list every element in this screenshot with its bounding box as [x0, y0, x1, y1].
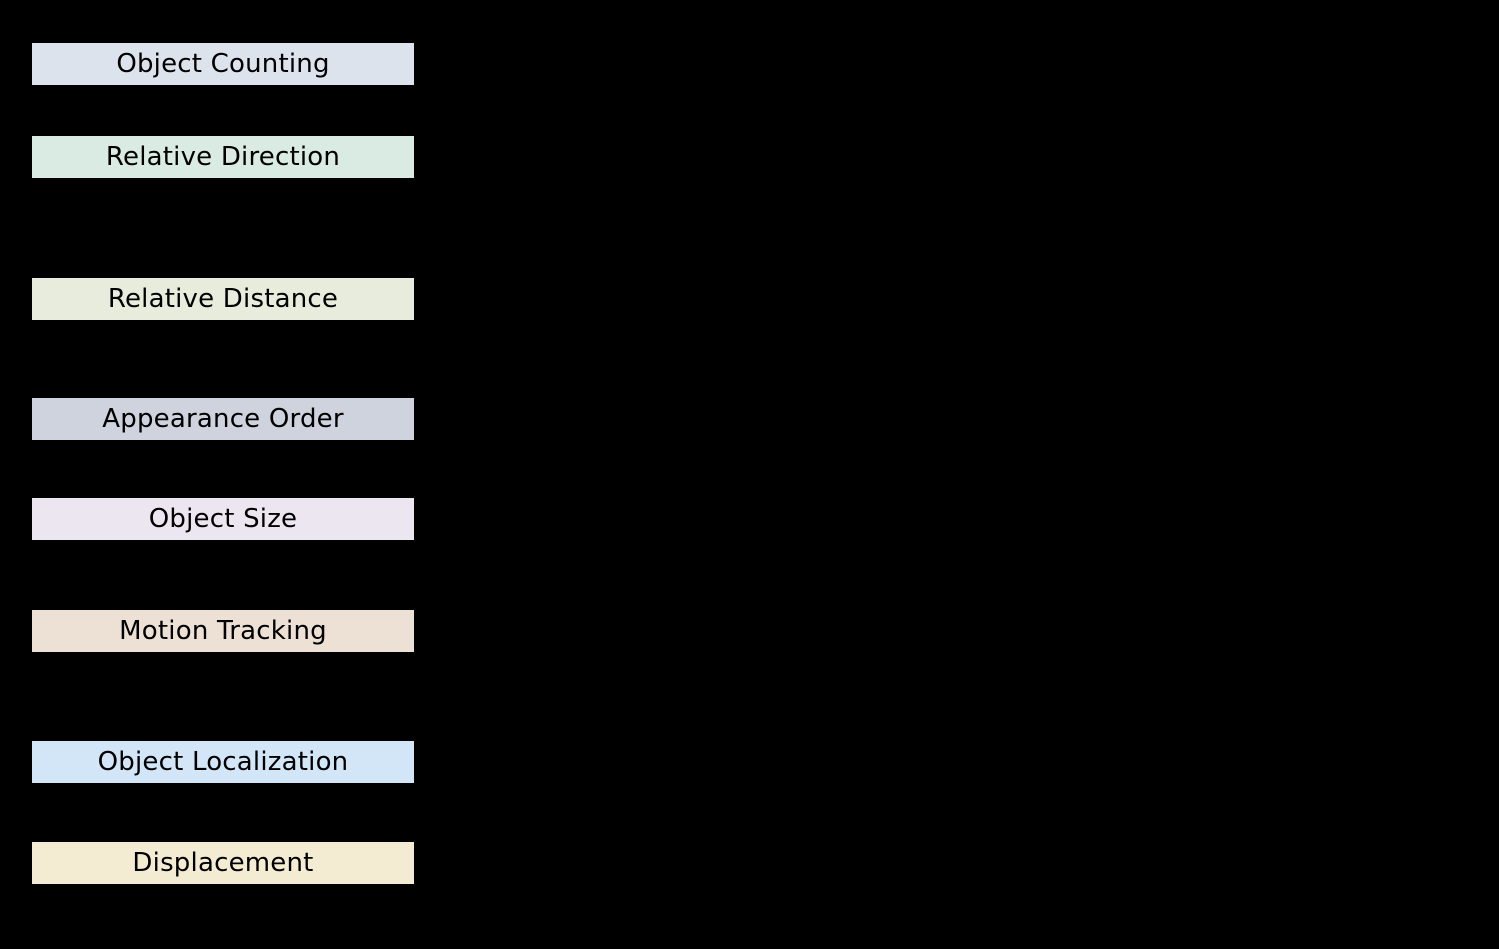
category-label-bar[interactable]: Motion Tracking [32, 610, 414, 652]
category-label-bar[interactable]: Displacement [32, 842, 414, 884]
category-label-bar[interactable]: Object Counting [32, 43, 414, 85]
category-label-bar[interactable]: Object Localization [32, 741, 414, 783]
category-label-bar[interactable]: Relative Direction [32, 136, 414, 178]
category-label-bar[interactable]: Object Size [32, 498, 414, 540]
category-label-bar[interactable]: Relative Distance [32, 278, 414, 320]
category-label-bar[interactable]: Appearance Order [32, 398, 414, 440]
plot-area [420, 0, 1499, 949]
